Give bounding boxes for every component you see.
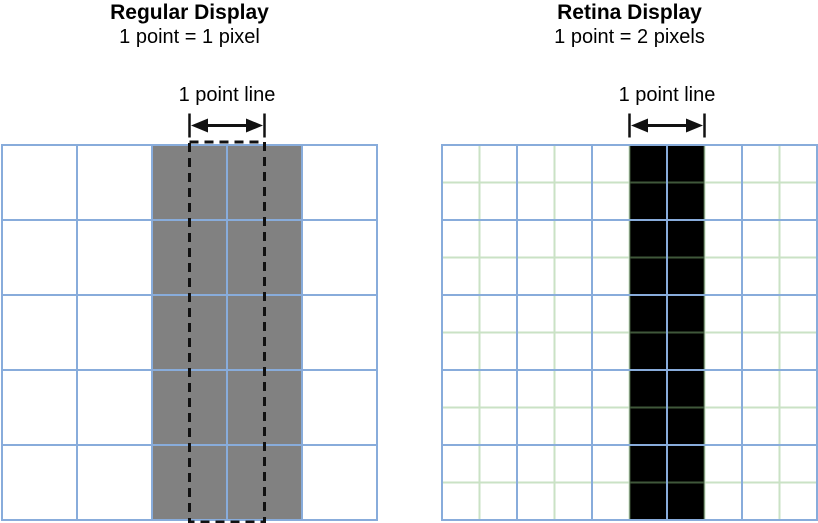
panel-subtitle-regular: 1 point = 1 pixel — [119, 26, 260, 48]
point-width-measure-arrow — [188, 113, 266, 138]
dashed-point-outline — [188, 140, 266, 523]
point-grid-lines — [441, 144, 818, 521]
retina-display-grid — [441, 113, 818, 521]
panel-subtitle-retina: 1 point = 2 pixels — [554, 26, 705, 48]
point-width-measure-arrow — [628, 113, 706, 138]
regular-display-grid — [1, 113, 378, 523]
point-line-label-regular: 1 point line — [178, 84, 276, 106]
pixel-grid-lines — [442, 145, 817, 520]
panel-title-regular: Regular Display — [110, 1, 269, 24]
point-line-label-retina: 1 point line — [618, 84, 716, 106]
panel-title-retina: Retina Display — [557, 1, 702, 24]
